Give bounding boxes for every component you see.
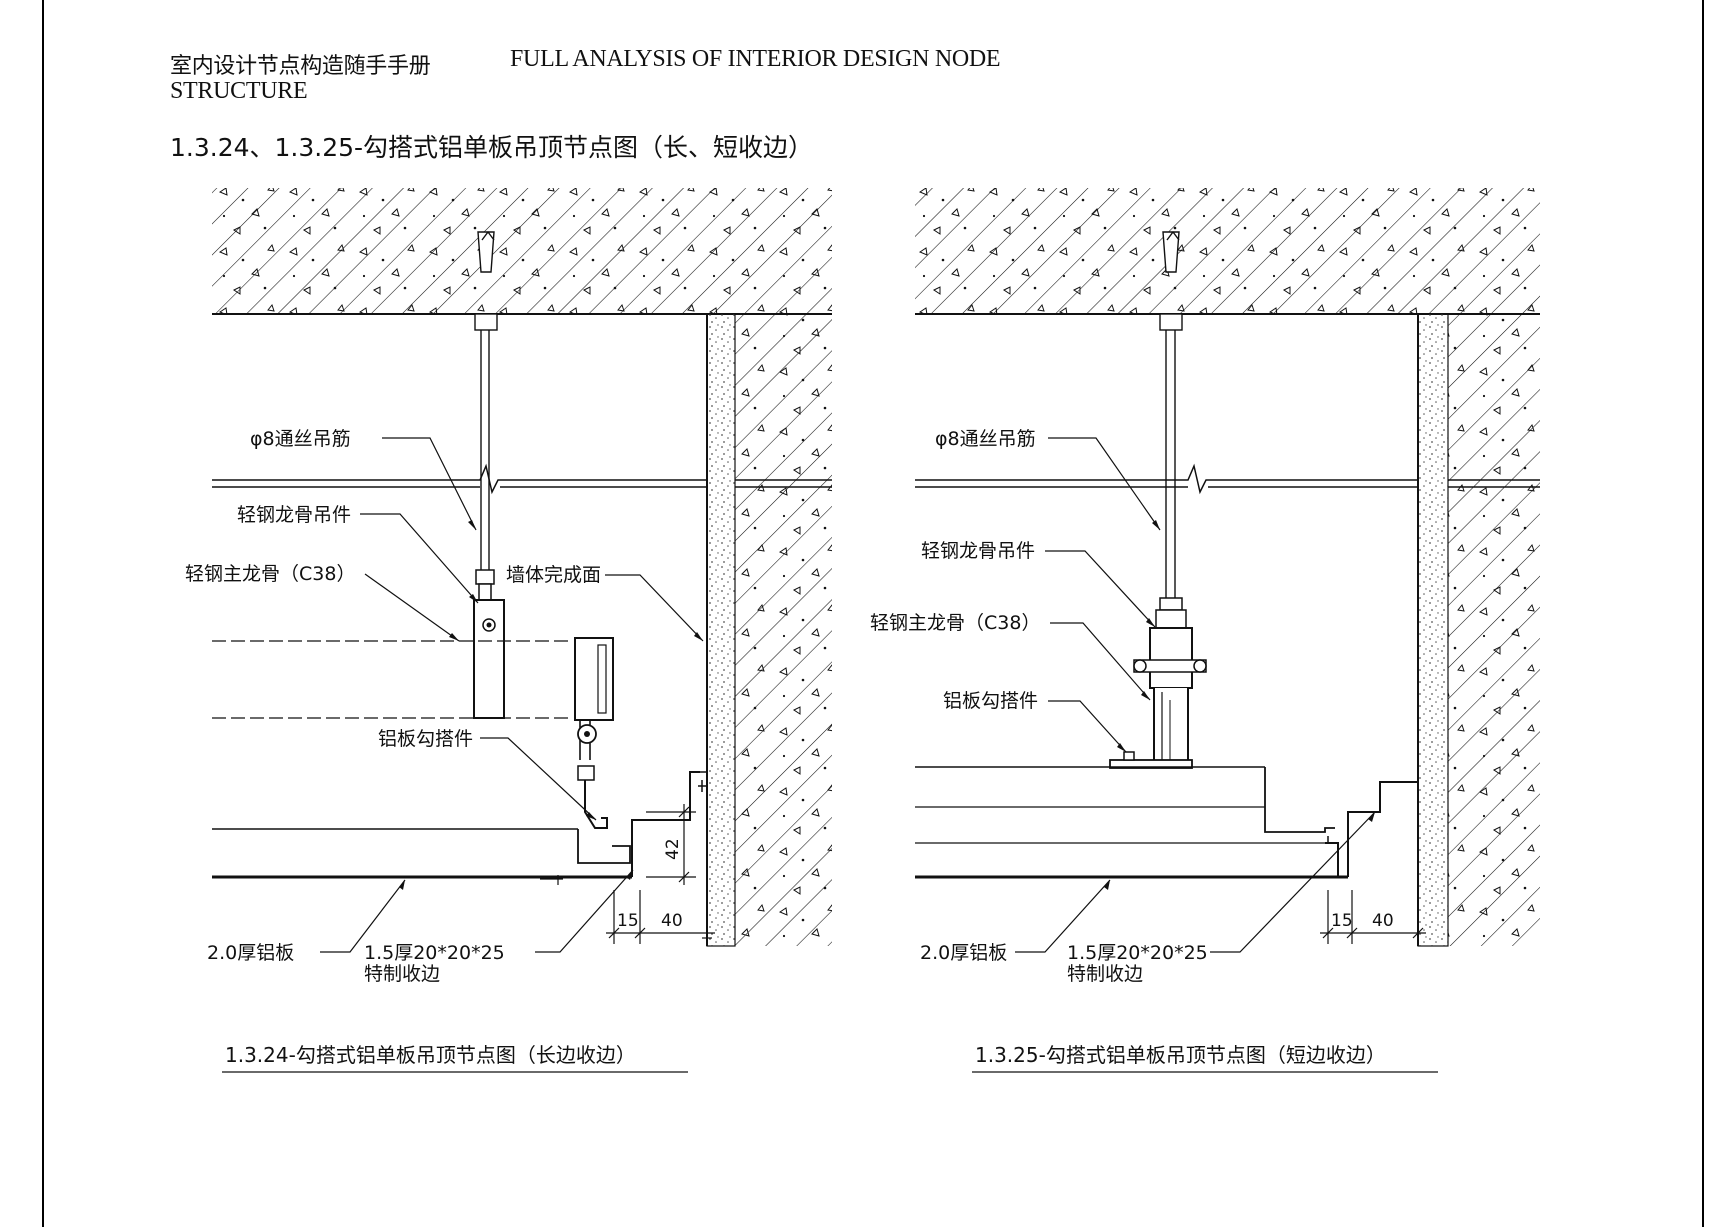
left-hanger-bracket — [473, 599, 505, 719]
left-label-panel: 2.0厚铝板 — [207, 942, 294, 964]
right-label-hanger: 轻钢龙骨吊件 — [921, 540, 1035, 562]
right-dim-15: 15 — [1331, 911, 1353, 931]
left-label-rod: φ8通丝吊筋 — [250, 428, 351, 450]
left-label-trim-1: 1.5厚20*20*25 — [364, 942, 505, 964]
left-label-hanger: 轻钢龙骨吊件 — [237, 504, 351, 526]
right-main-keel — [1153, 688, 1189, 768]
left-leaders — [320, 437, 704, 953]
right-caption: 1.3.25-勾搭式铝单板吊顶节点图（短边收边） — [975, 1043, 1386, 1067]
left-dim-15: 15 — [617, 911, 639, 931]
left-keel-clip — [574, 637, 614, 721]
left-border-line — [42, 0, 44, 1227]
book-title-en-line2: STRUCTURE — [170, 78, 308, 104]
left-label-hook-clip: 铝板勾搭件 — [378, 728, 473, 750]
right-wall-plaster — [1417, 313, 1449, 947]
book-title-cn: 室内设计节点构造随手手册 — [170, 54, 431, 79]
right-panel-edge — [1264, 767, 1335, 833]
left-dimensions — [540, 804, 715, 944]
left-label-main-keel: 轻钢主龙骨（C38） — [185, 563, 355, 585]
right-special-trim — [1325, 781, 1418, 877]
left-wall-plaster — [706, 313, 736, 947]
page-title: 1.3.24、1.3.25-勾搭式铝单板吊顶节点图（长、短收边） — [170, 133, 814, 162]
right-dim-40: 40 — [1372, 911, 1394, 931]
right-dimensions — [1320, 890, 1426, 944]
left-dim-42: 42 — [663, 838, 683, 860]
right-hanger-nut — [1159, 597, 1183, 611]
right-hanger-bracket — [1149, 627, 1193, 689]
left-dim-40: 40 — [661, 911, 683, 931]
left-hanger-nut — [475, 569, 495, 585]
right-leaders — [1015, 437, 1376, 953]
right-hook-clip — [1109, 759, 1193, 769]
right-break-line — [915, 463, 1540, 495]
right-label-hook-clip: 铝板勾搭件 — [943, 690, 1038, 712]
right-anchor — [1162, 230, 1180, 273]
left-caption: 1.3.24-勾搭式铝单板吊顶节点图（长边收边） — [225, 1043, 636, 1067]
right-label-main-keel: 轻钢主龙骨（C38） — [870, 612, 1040, 634]
right-border-line — [1702, 0, 1704, 1227]
left-special-trim — [631, 771, 700, 877]
right-detail: 15 40 φ8通丝吊筋 轻钢龙骨吊件 轻钢主龙骨（C38） 铝板勾搭件 2.0… — [870, 188, 1540, 1073]
book-title-en: FULL ANALYSIS OF INTERIOR DESIGN NODE — [510, 46, 1001, 72]
left-anchor — [477, 230, 495, 273]
right-label-trim-2: 特制收边 — [1067, 963, 1143, 985]
left-panel-edge — [577, 829, 631, 864]
right-label-trim-1: 1.5厚20*20*25 — [1067, 942, 1208, 964]
left-label-trim-2: 特制收边 — [364, 963, 440, 985]
left-detail: 15 40 42 φ8通丝吊筋 轻钢龙骨吊件 轻钢主龙骨（C38） 墙体完成面 … — [185, 188, 832, 1073]
right-label-panel: 2.0厚铝板 — [920, 942, 1007, 964]
left-label-wall-finish: 墙体完成面 — [506, 564, 601, 586]
right-label-rod: φ8通丝吊筋 — [935, 428, 1036, 450]
